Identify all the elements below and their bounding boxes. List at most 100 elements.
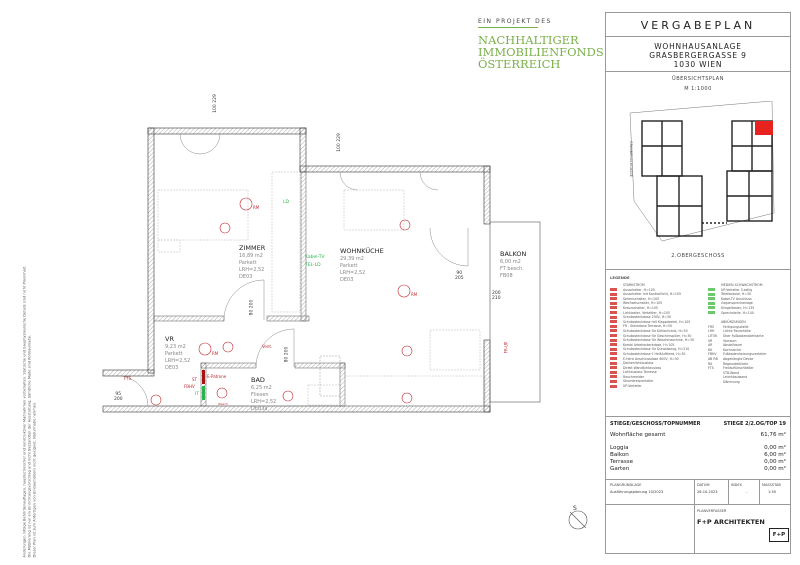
room-code: DE03: [165, 365, 179, 371]
legend-item: Sprechstelle, H=140: [708, 311, 786, 316]
legend-text: Stromkreisverteiler: [623, 379, 654, 384]
legend-schwachstrom: MEDIEN-SCHWACHSTROM UP-Verteiler 3-zeili…: [708, 283, 786, 384]
abbrev-meaning: Dämmung: [723, 379, 740, 384]
room-name-vr: VR: [165, 335, 174, 343]
legend-symbol-icon: [610, 288, 617, 292]
dim-height: 200: [249, 299, 255, 309]
floor-plan: S: [102, 127, 588, 530]
dim-height: 210: [492, 296, 501, 301]
abbrev-code: FRS: [708, 324, 715, 329]
tag-fr-up: FR-UP: [503, 341, 509, 354]
legend-text: Schukosteckdose für Dunstabzug, H=210: [623, 347, 690, 352]
tag-it: IT: [195, 392, 200, 397]
abbrev-meaning: Vorraum: [723, 338, 737, 343]
abbrev-meaning: Freilauftürschließer: [723, 366, 754, 371]
overview-floor: 2.OBERGESCHOSS: [671, 253, 725, 259]
legend-symbol-icon: [610, 297, 617, 301]
room-code: FB08: [500, 273, 513, 279]
tag-rm: RM: [411, 292, 418, 297]
legend-item: Klingeltaster, H=135: [708, 306, 786, 311]
overview-street: GRASBERGERGASSE: [629, 141, 633, 177]
planner-logo: F+P: [769, 528, 789, 542]
legend-text: Lichttaster, Verteilter, H=105: [623, 310, 670, 315]
legend-item: Stromkreisverteiler: [610, 379, 704, 384]
room-height: LRH=2,52: [340, 270, 366, 276]
room-area: 29,39 m2: [340, 256, 364, 262]
legend-text: FR - Steckdose Terrasse, H=50: [623, 324, 672, 329]
garten-value: 0,00 m²: [764, 466, 786, 472]
project-prefix: EIN PROJEKT DES: [478, 18, 552, 25]
tag-kabel-tv: Kabel-TV: [305, 255, 325, 260]
legend-text: Kreuzschalter, H=105: [623, 305, 658, 310]
dim-height: 229: [336, 133, 342, 142]
abbrev-meaning: Leichtbauwand: [723, 375, 748, 380]
legend-symbol-icon: [610, 366, 617, 370]
legend-item: Telefondose, H=30: [708, 292, 786, 297]
legend-title: LEGENDE: [610, 275, 630, 280]
legend-symbol-icon: [610, 352, 617, 356]
tag-rm: RM: [212, 351, 219, 356]
legend-abbrev: STB-Wand: [708, 371, 786, 376]
unit-label: STIEGE/GESCHOSS/TOPNUMMER: [610, 421, 701, 427]
interior-walls: [153, 171, 346, 407]
legend-item: E-Herd Anschlussdose 400V, H=30: [610, 357, 704, 362]
tag-tel-ld: TEL-LD: [305, 263, 321, 268]
legend-symbol-icon: [610, 343, 617, 347]
dim-width: 95: [115, 392, 122, 397]
dim-height: 229: [212, 94, 218, 103]
legend-symbol-icon: [610, 315, 617, 319]
room-height: LRH=2,52: [251, 399, 277, 405]
dim-width: 90: [456, 271, 463, 276]
compass: [568, 510, 588, 530]
tag-ld: LD: [283, 200, 289, 205]
legend-item: Schukosteckdose mit Klappdeckel, H=105: [610, 320, 704, 325]
legend-text: Ausschalter, H=105: [623, 287, 655, 292]
index-value: -: [746, 490, 748, 494]
legend-symbol-icon: [610, 375, 617, 379]
legend-symbol-icon: [610, 379, 617, 383]
dim-width: 200: [492, 291, 501, 296]
legend-text: Wechselschalter, H=105: [623, 301, 663, 306]
room-area: 6,00 m2: [500, 259, 521, 265]
terrasse-value: 0,00 m²: [764, 459, 786, 465]
legend-item: Ausschalter, H=105: [610, 288, 704, 293]
project-name-line: IMMOBILIENFONDS: [478, 45, 604, 59]
legend-symbol-icon: [610, 292, 617, 296]
tag-wasch: Wasch: [218, 402, 228, 406]
legend-text: Schukosteckdose f. Heißluftherd, H=30: [623, 351, 686, 356]
tag-fts: FTS: [124, 376, 132, 381]
legend-item: Deckenlichtauslass: [610, 361, 704, 366]
project-name-line: ÖSTERREICH: [478, 57, 561, 71]
room-area: 6,25 m2: [251, 385, 272, 391]
tag-st: ST: [192, 377, 197, 382]
room-name-balkon: BALKON: [500, 250, 527, 258]
address-line: WOHNHAUSANLAGE: [654, 42, 742, 51]
legend-symbol-icon: [610, 338, 617, 342]
title-block: VERGABEPLAN WOHNHAUSANLAGE GRASBERGERGAS…: [605, 12, 791, 554]
legend-symbol-icon: [610, 357, 617, 360]
room-floor: FT besch.: [500, 266, 524, 272]
legend-symbol-icon: [708, 297, 715, 301]
legend-text: UP-Verteiler: [623, 384, 642, 389]
legend-item: Wechselschalter, H=105: [610, 301, 704, 306]
divider: [606, 71, 790, 72]
planner-label: PLANVERFASSER: [697, 509, 727, 513]
legend-text: Ausschalter mit Kontrolllicht, H=105: [623, 292, 682, 297]
legend-text: Kabel-TV Anschluss: [721, 296, 752, 301]
abbrev-code: LITOK: [708, 333, 718, 338]
divider: [606, 479, 790, 480]
legend-header: ABKÜRZUNGEN: [721, 320, 746, 325]
divider: [694, 479, 695, 504]
balcony-outline: [489, 221, 541, 403]
abbrev-meaning: Kochnische: [723, 347, 741, 352]
dim-door-top-1: 100 229: [213, 94, 218, 113]
legend-item: Kombi Arbeitssteckdose, H=105: [610, 343, 704, 348]
legend-text: Schukosteckdose mit Klappdeckel, H=105: [623, 319, 691, 324]
